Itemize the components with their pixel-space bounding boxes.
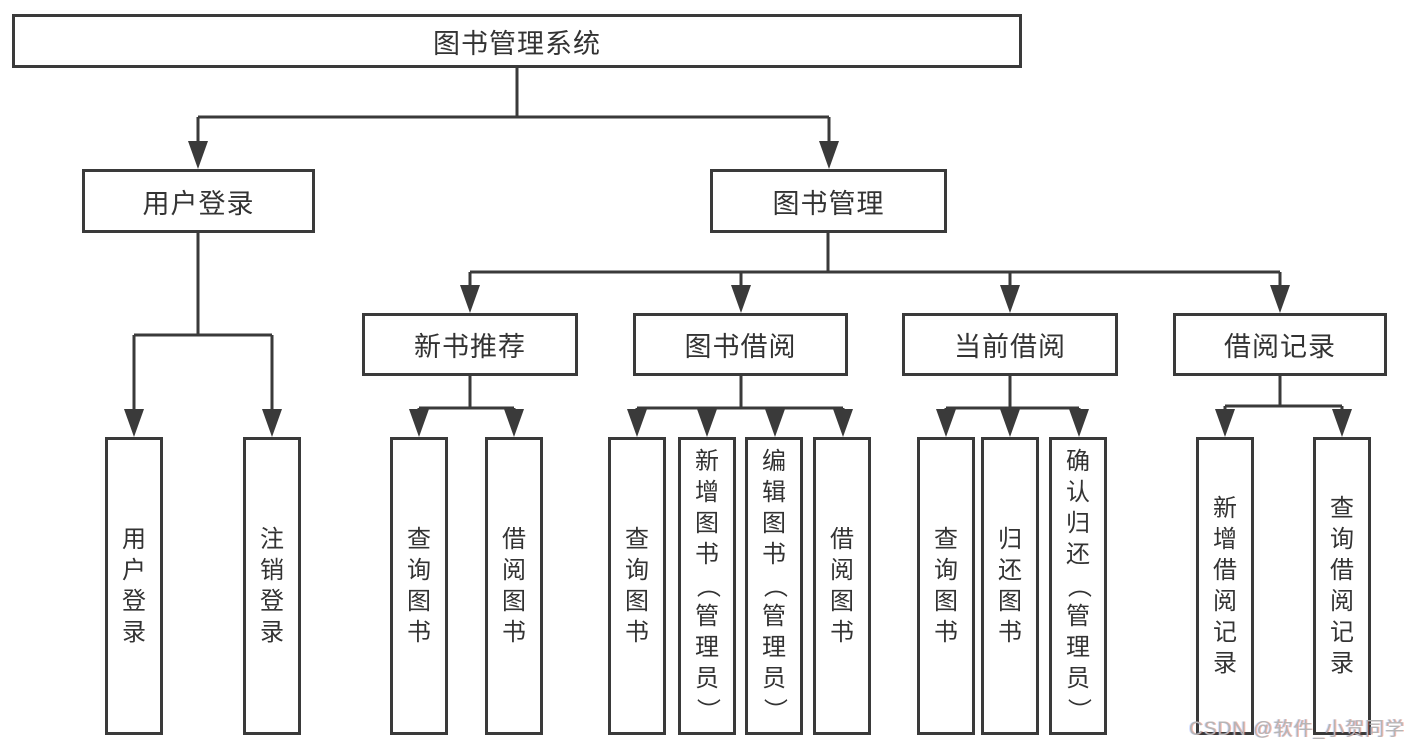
leaf-borrow-books-label: 借阅图书 xyxy=(830,525,854,646)
leaf-query-borrow-record: 查询借阅记录 xyxy=(1313,437,1371,735)
leaf-borrow-books: 借阅图书 xyxy=(813,437,871,735)
connector-current-borrow-to-leaves xyxy=(936,376,1089,437)
leaf-query-borrow-record-label: 查询借阅记录 xyxy=(1330,494,1354,677)
node-root-library-management-system: 图书管理系统 xyxy=(12,14,1022,68)
leaf-query-books-borrow-label: 查询图书 xyxy=(625,525,649,646)
leaf-add-borrow-record: 新增借阅记录 xyxy=(1196,437,1254,735)
leaf-return-books: 归还图书 xyxy=(981,437,1039,735)
csdn-watermark: CSDN @软件_小贺同学 xyxy=(1189,719,1405,740)
connector-new-book-recommend-to-leaves xyxy=(409,376,524,437)
leaf-return-books-label: 归还图书 xyxy=(998,525,1022,646)
node-new-book-recommend: 新书推荐 xyxy=(362,313,578,376)
connector-borrow-records-to-leaves xyxy=(1215,376,1352,437)
leaf-logout: 注销登录 xyxy=(243,437,301,735)
leaf-query-books-current: 查询图书 xyxy=(917,437,975,735)
node-book-borrow: 图书借阅 xyxy=(633,313,848,376)
leaf-confirm-return-admin-label: 确认归还（管理员） xyxy=(1065,448,1092,723)
connector-book-borrow-to-leaves xyxy=(627,376,853,437)
leaf-add-books-admin: 新增图书（管理员） xyxy=(678,437,736,735)
leaf-query-books-recommend: 查询图书 xyxy=(390,437,448,735)
connector-user-login-to-leaves xyxy=(124,233,282,437)
leaf-user-login: 用户登录 xyxy=(105,437,163,735)
connector-root-to-level2 xyxy=(188,68,839,169)
leaf-query-books-borrow: 查询图书 xyxy=(608,437,666,735)
node-user-login: 用户登录 xyxy=(82,169,315,233)
leaf-query-books-recommend-label: 查询图书 xyxy=(407,525,431,646)
leaf-edit-books-admin: 编辑图书（管理员） xyxy=(745,437,803,735)
leaf-borrow-books-recommend-label: 借阅图书 xyxy=(502,525,526,646)
node-borrow-records: 借阅记录 xyxy=(1173,313,1387,376)
node-book-management: 图书管理 xyxy=(710,169,947,233)
leaf-user-login-label: 用户登录 xyxy=(122,525,146,646)
connector-book-management-to-level3 xyxy=(460,233,1290,313)
node-current-borrow: 当前借阅 xyxy=(902,313,1118,376)
leaf-add-books-admin-label: 新增图书（管理员） xyxy=(694,448,721,723)
leaf-logout-label: 注销登录 xyxy=(260,525,284,646)
leaf-confirm-return-admin: 确认归还（管理员） xyxy=(1049,437,1107,735)
leaf-borrow-books-recommend: 借阅图书 xyxy=(485,437,543,735)
leaf-edit-books-admin-label: 编辑图书（管理员） xyxy=(761,448,788,723)
leaf-add-borrow-record-label: 新增借阅记录 xyxy=(1213,494,1237,677)
leaf-query-books-current-label: 查询图书 xyxy=(934,525,958,646)
